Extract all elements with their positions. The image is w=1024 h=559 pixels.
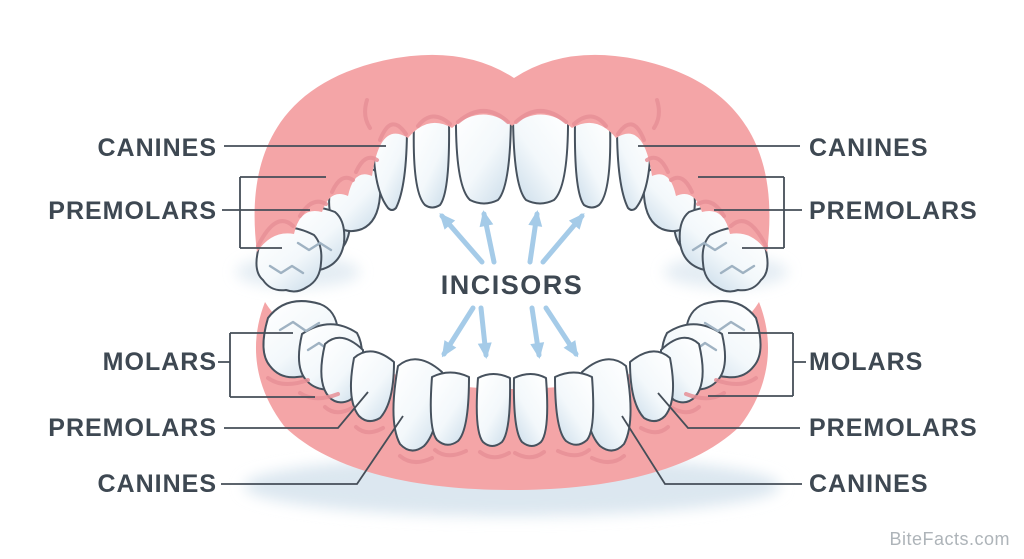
molars-lower-right-lines (708, 332, 806, 397)
label-canines-upper-right: CANINES (809, 134, 929, 162)
label-premolars-lower-left: PREMOLARS (48, 414, 217, 442)
upper-gum (254, 54, 770, 252)
lower-central-incisor (475, 373, 512, 447)
incisor-arrows (439, 210, 585, 359)
upper-jaw (236, 54, 788, 293)
upper-left-teeth (255, 104, 512, 293)
lower-gumline-crescents (266, 376, 511, 464)
lower-teeth (262, 299, 762, 452)
label-canines-upper-left: CANINES (97, 134, 217, 162)
canines-lower-right-line (621, 415, 802, 485)
canines-lower-left-line (221, 415, 404, 485)
label-premolars-lower-right: PREMOLARS (809, 414, 978, 442)
watermark: BiteFacts.com (889, 529, 1010, 549)
upper-gumline-crescents (256, 98, 510, 248)
upper-molar-grooves (268, 241, 333, 275)
molars-lower-left-lines (218, 332, 315, 398)
arrow-up-3 (527, 210, 543, 265)
lower-left-teeth (262, 300, 512, 452)
upper-molar-2 (255, 226, 323, 293)
label-premolars-upper-right: PREMOLARS (809, 197, 978, 225)
upper-teeth (255, 104, 769, 293)
leader-lines (218, 145, 806, 485)
premolars-lower-left-line (224, 391, 369, 429)
premolars-upper-left-lines (222, 176, 326, 249)
lower-premolar-1 (349, 350, 395, 422)
arrow-up-1 (439, 212, 485, 265)
upper-lateral-incisor (412, 116, 451, 209)
premolars-lower-right-line (657, 392, 800, 429)
label-incisors: INCISORS (440, 270, 584, 300)
arrow-up-4 (540, 212, 585, 265)
label-molars-lower-left: MOLARS (102, 348, 217, 376)
arrow-down-3 (529, 305, 545, 359)
premolars-upper-right-lines (698, 176, 802, 249)
arrow-down-2 (477, 305, 492, 359)
upper-gumline-shading (256, 98, 768, 248)
label-canines-lower-right: CANINES (809, 470, 929, 498)
arrow-down-4 (543, 305, 579, 358)
lower-lateral-incisor (429, 371, 470, 446)
label-premolars-upper-left: PREMOLARS (48, 197, 217, 225)
label-canines-lower-left: CANINES (97, 470, 217, 498)
lower-gumline-shading (266, 376, 758, 465)
lower-canine (392, 358, 443, 452)
arrow-down-1 (441, 305, 476, 358)
label-molars-lower-right: MOLARS (809, 348, 924, 376)
arrow-up-2 (479, 210, 497, 265)
